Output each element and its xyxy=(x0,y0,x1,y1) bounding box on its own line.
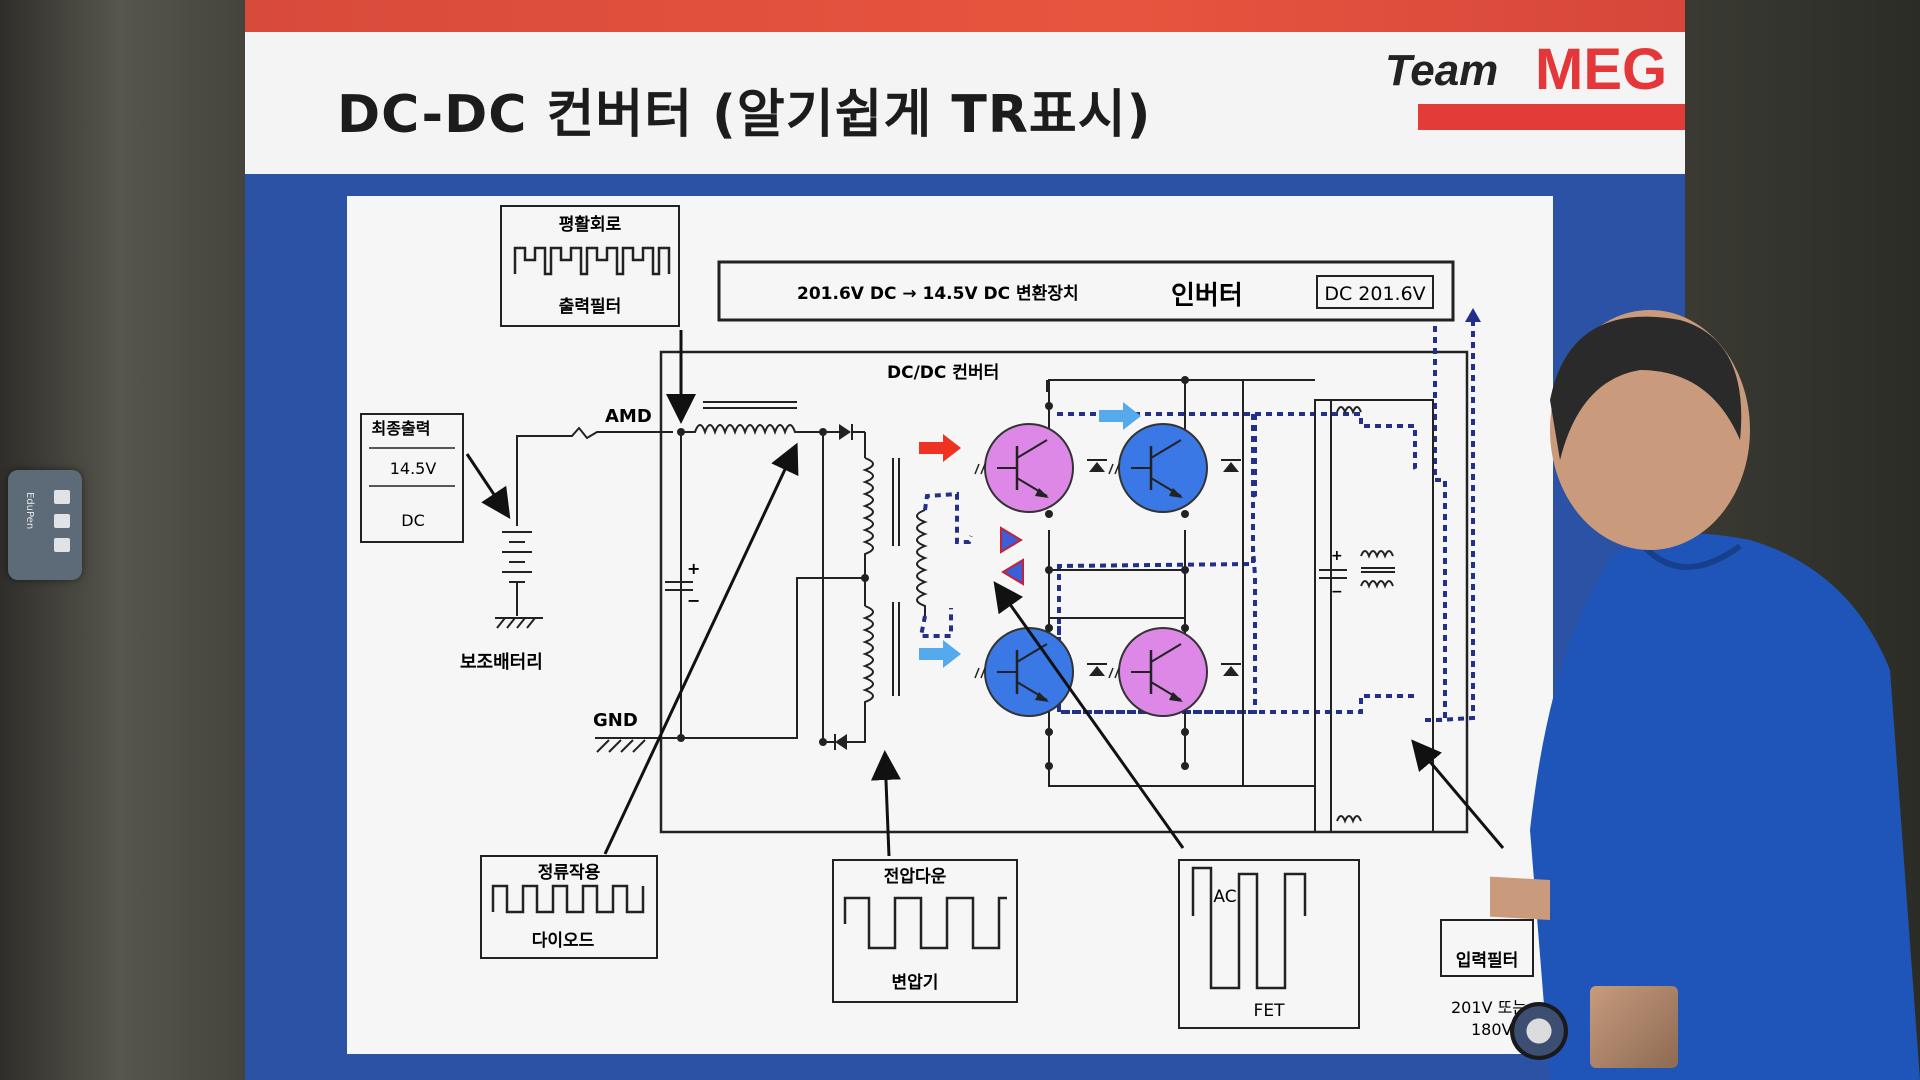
final-output-unit: DC xyxy=(401,511,425,530)
stepdown-top-label: 전압다운 xyxy=(884,866,947,887)
freewheel-diodes xyxy=(1087,459,1241,676)
stepdown-box: 전압다운 변압기 xyxy=(832,859,1018,1003)
transformer xyxy=(681,457,928,743)
output-inductor xyxy=(683,401,825,435)
final-output-box: 최종출력 14.5V DC xyxy=(360,413,464,543)
battery-symbol xyxy=(495,531,543,629)
rectify-top-label: 정류작용 xyxy=(538,863,601,883)
dc-input-label: DC 201.6V xyxy=(1324,283,1425,305)
junction-nodes xyxy=(1045,376,1189,770)
svg-text:+: + xyxy=(1331,548,1343,564)
rectifier-diode-top xyxy=(819,424,866,458)
dcdc-circuit-diagram: 평활회로 출력필터 최종출력 14.5V DC AMD 보조배터리 GND 20… xyxy=(360,205,1534,1039)
smoothing-bottom-label: 출력필터 xyxy=(559,297,622,317)
final-output-top-label: 최종출력 xyxy=(372,419,431,438)
smoothing-top-label: 평활회로 xyxy=(559,214,622,235)
rectifier-diode-bottom xyxy=(819,432,865,750)
gate-marks xyxy=(974,463,1120,679)
fet-label: FET xyxy=(1254,1001,1286,1021)
output-capacitor: + − xyxy=(665,559,700,610)
smoothing-filter-box: 평활회로 출력필터 xyxy=(500,205,680,327)
svg-text:−: − xyxy=(687,591,700,610)
stepdown-bottom-label: 변압기 xyxy=(892,972,939,993)
inverter-box: 201.6V DC → 14.5V DC 변환장치 인버터 DC 201.6V xyxy=(717,260,1455,322)
stopwatch-hand-thumbnail xyxy=(1590,986,1678,1068)
aux-battery-label: 보조배터리 xyxy=(460,652,543,673)
transistor-q1 xyxy=(984,423,1074,513)
presenter xyxy=(1490,310,1920,1080)
inverter-label: 인버터 xyxy=(1171,281,1243,311)
final-output-value: 14.5V xyxy=(390,459,437,478)
transistor-q4 xyxy=(1118,627,1208,717)
logo-team: Team xyxy=(1385,46,1499,95)
logo-meg: MEG xyxy=(1535,37,1668,102)
fet-box: AC FET xyxy=(1178,859,1360,1029)
dcdc-converter-box xyxy=(659,350,1469,834)
conversion-label: 201.6V DC → 14.5V DC 변환장치 xyxy=(797,284,1079,304)
input-filter-box: 입력필터 201V 또는 180V xyxy=(1440,919,1534,1039)
input-filter-circuit: + − xyxy=(1314,399,1434,833)
windows-icon[interactable] xyxy=(54,514,70,528)
direction-arrows xyxy=(919,402,1141,668)
svg-text:+: + xyxy=(687,559,700,578)
dcdc-label: DC/DC 컨버터 xyxy=(887,363,999,383)
transistor-q2 xyxy=(1118,423,1208,513)
list-icon[interactable] xyxy=(54,538,70,552)
gnd-label: GND xyxy=(593,710,638,731)
transistor-q3 xyxy=(984,627,1074,717)
slide-title: DC-DC 컨버터 (알기쉽게 TR표시) xyxy=(337,85,1152,145)
slide-header xyxy=(245,32,1685,174)
rectifier-box: 정류작용 다이오드 xyxy=(480,855,658,959)
watch-thumbnail xyxy=(1510,1002,1568,1060)
side-tablet: EduPen xyxy=(8,470,82,580)
slide-top-bar xyxy=(245,0,1685,32)
rectify-bottom-label: 다이오드 xyxy=(532,931,595,951)
input-voltage-line1: 201V 또는 xyxy=(1451,998,1527,1017)
logo-underline-bar xyxy=(1418,104,1685,130)
pen-icon[interactable] xyxy=(54,490,70,504)
input-filter-label: 입력필터 xyxy=(1456,951,1519,971)
fet-ac-label: AC xyxy=(1213,887,1236,907)
amd-label: AMD xyxy=(605,406,652,427)
svg-text:−: − xyxy=(1331,584,1343,600)
input-voltage-line2: 180V xyxy=(1471,1020,1513,1039)
diagram-panel: 평활회로 출력필터 최종출력 14.5V DC AMD 보조배터리 GND 20… xyxy=(347,196,1553,1054)
tablet-label: EduPen xyxy=(24,492,35,530)
